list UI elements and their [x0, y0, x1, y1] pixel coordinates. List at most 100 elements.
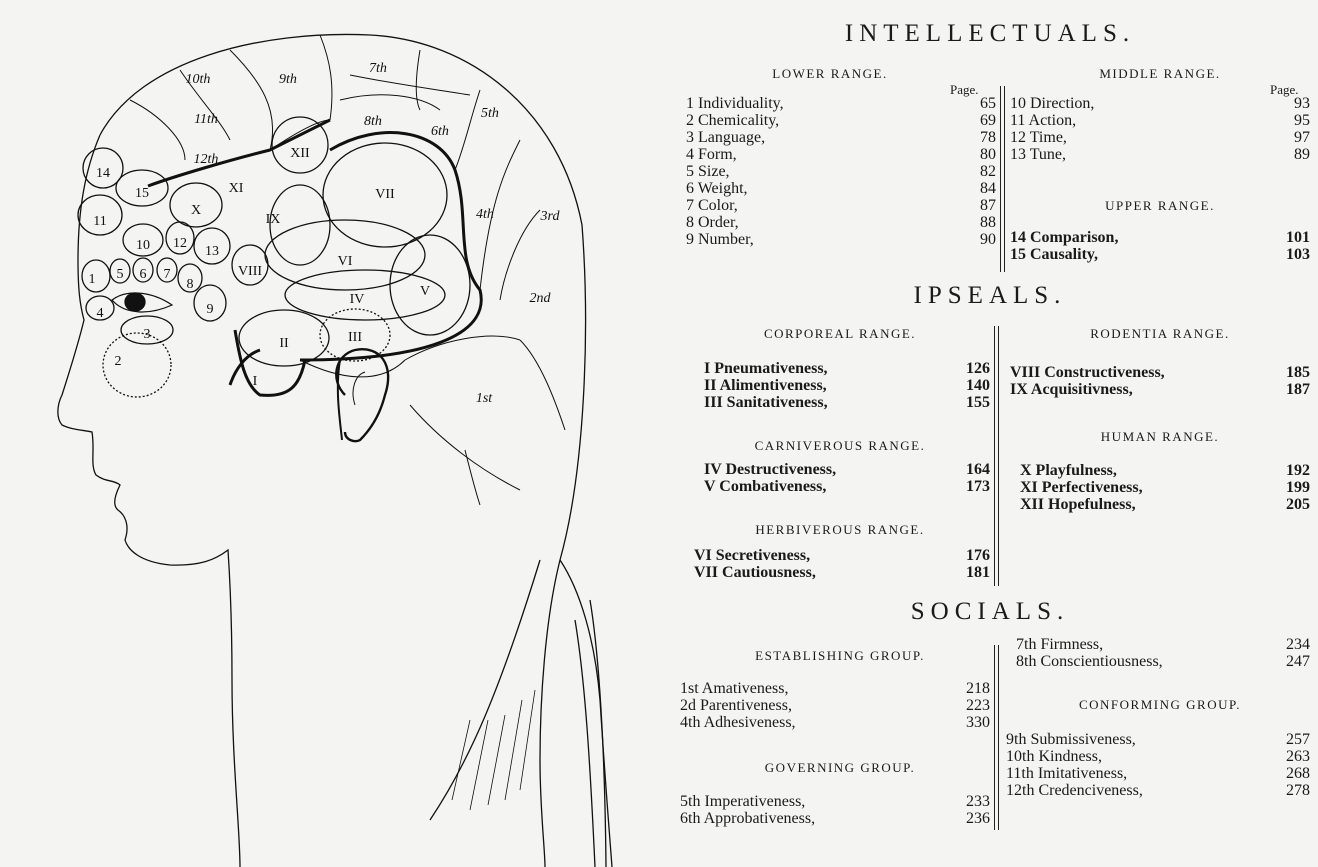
entry-page: 82 — [970, 163, 996, 180]
index-entry: 9th Submissiveness,257 — [1006, 731, 1310, 748]
organ-number-label: 6 — [140, 267, 147, 282]
entry-label: 12th Credenciveness, — [1006, 782, 1143, 799]
entry-page: 95 — [1284, 112, 1310, 129]
entry-page: 78 — [970, 129, 996, 146]
entry-page: 140 — [964, 377, 990, 394]
establishing-list: 1st Amativeness,2182d Parentiveness,2234… — [680, 680, 990, 731]
region-ordinal-label: 2nd — [530, 291, 552, 306]
organ-number-label: 8 — [187, 277, 194, 292]
index-entry: XII Hopefulness,205 — [1020, 496, 1310, 513]
organ-number-label: 12 — [173, 236, 187, 251]
entry-label: 9 Number, — [686, 231, 754, 248]
index-entry: 4 Form, 80 — [686, 146, 996, 163]
entry-label: 7 Color, — [686, 197, 738, 214]
entry-page: 268 — [1284, 765, 1310, 782]
entry-page: 164 — [964, 461, 990, 478]
entry-page: 89 — [1284, 146, 1310, 163]
socials-title: SOCIALS. — [820, 598, 1160, 626]
entry-label: XII Hopefulness, — [1020, 496, 1136, 513]
entry-label: 4 Form, — [686, 146, 737, 163]
entry-page: 181 — [964, 564, 990, 581]
entry-label: 1st Amativeness, — [680, 680, 788, 697]
entry-page: 84 — [970, 180, 996, 197]
entry-label: 9th Submissiveness, — [1006, 731, 1136, 748]
entry-label: 11 Action, — [1010, 112, 1076, 129]
index-entry: IV Destructiveness,164 — [704, 461, 990, 478]
index-entry: 7 Color,87 — [686, 197, 996, 214]
entry-page: 330 — [964, 714, 990, 731]
entry-label: III Sanitativeness, — [704, 394, 828, 411]
organ-number-label: 10 — [136, 238, 150, 253]
ear — [336, 349, 388, 441]
region-ordinal-label: 10th — [186, 72, 211, 87]
organ-roman-label: IX — [266, 212, 281, 227]
entry-label: 6th Approbativeness, — [680, 810, 815, 827]
conforming-group-heading: CONFORMING GROUP. — [1030, 697, 1290, 713]
index-entry: IX Acquisitivness,187 — [1010, 381, 1310, 398]
corporeal-list: I Pneumativeness,126II Alimentiveness,14… — [704, 360, 990, 411]
rodentia-range-heading: RODENTIA RANGE. — [1040, 326, 1280, 342]
index-entry: 2 Chemicality, 69 — [686, 112, 996, 129]
region-ordinal-label: 7th — [369, 61, 387, 76]
index-entry: VII Cautiousness,181 — [694, 564, 990, 581]
index-entry: 11th Imitativeness,268 — [1006, 765, 1310, 782]
organ-number-label: 9 — [207, 302, 214, 317]
entry-page: 263 — [1284, 748, 1310, 765]
upper-range-list: 14 Comparison,10115 Causality,103 — [1010, 229, 1310, 263]
entry-page: 278 — [1284, 782, 1310, 799]
index-entry: 12th Credenciveness, 278 — [1006, 782, 1310, 799]
region-ordinal-label: 6th — [431, 124, 449, 139]
entry-label: 15 Causality, — [1010, 246, 1098, 263]
entry-label: 2 Chemicality, — [686, 112, 779, 129]
entry-label: 12 Time, — [1010, 129, 1067, 146]
entry-page: 173 — [964, 478, 990, 495]
region-ordinal-label: 1st — [476, 391, 493, 406]
ipseals-title: IPSEALS. — [800, 282, 1180, 310]
entry-label: 10th Kindness, — [1006, 748, 1102, 765]
organ-number-label: 13 — [205, 244, 219, 259]
entry-label: 13 Tune, — [1010, 146, 1066, 163]
entry-label: IX Acquisitivness, — [1010, 381, 1133, 398]
index-entry: 8th Conscientiousness,247 — [1016, 653, 1310, 670]
ipseals-divider — [994, 326, 999, 586]
index-entry: 2d Parentiveness,223 — [680, 697, 990, 714]
index-entry: 5 Size,82 — [686, 163, 996, 180]
region-ordinal-label: 5th — [481, 106, 499, 121]
organ-number-label: 15 — [135, 186, 149, 201]
herbiverous-list: VI Secretiveness,176VII Cautiousness,181 — [694, 547, 990, 581]
organ-number-label: 1 — [89, 272, 96, 287]
upper-range-heading: UPPER RANGE. — [1040, 198, 1280, 214]
lower-range-heading: LOWER RANGE. — [720, 66, 940, 82]
organ-roman-label: X — [191, 203, 201, 218]
entry-page: 80 — [970, 146, 996, 163]
entry-page: 69 — [970, 112, 996, 129]
entry-page: 126 — [964, 360, 990, 377]
organ-number-label: 4 — [97, 306, 104, 321]
index-entry: 5th Imperativeness,233 — [680, 793, 990, 810]
entry-page: 218 — [964, 680, 990, 697]
intellectuals-title: INTELLECTUALS. — [760, 20, 1220, 48]
skull-outline — [100, 34, 586, 560]
region-ordinal-label: 8th — [364, 114, 382, 129]
index-entry: 10 Direction,93 — [1010, 95, 1310, 112]
entry-page: 93 — [1284, 95, 1310, 112]
organ-roman-label: VI — [338, 254, 353, 269]
entry-label: 5th Imperativeness, — [680, 793, 805, 810]
herbiverous-range-heading: HERBIVEROUS RANGE. — [700, 522, 980, 538]
index-entry: X Playfulness,192 — [1020, 462, 1310, 479]
organ-roman-label: V — [420, 284, 430, 299]
entry-page: 223 — [964, 697, 990, 714]
organ-roman-label: VIII — [238, 264, 262, 279]
middle-range-heading: MIDDLE RANGE. — [1040, 66, 1280, 82]
entry-page: 199 — [1284, 479, 1310, 496]
index-entry: I Pneumativeness,126 — [704, 360, 990, 377]
entry-page: 234 — [1284, 636, 1310, 653]
region-ordinal-label: 11th — [194, 112, 218, 127]
index-entry: V Combativeness,173 — [704, 478, 990, 495]
region-ordinal-label: 9th — [279, 72, 297, 87]
entry-page: 185 — [1284, 364, 1310, 381]
